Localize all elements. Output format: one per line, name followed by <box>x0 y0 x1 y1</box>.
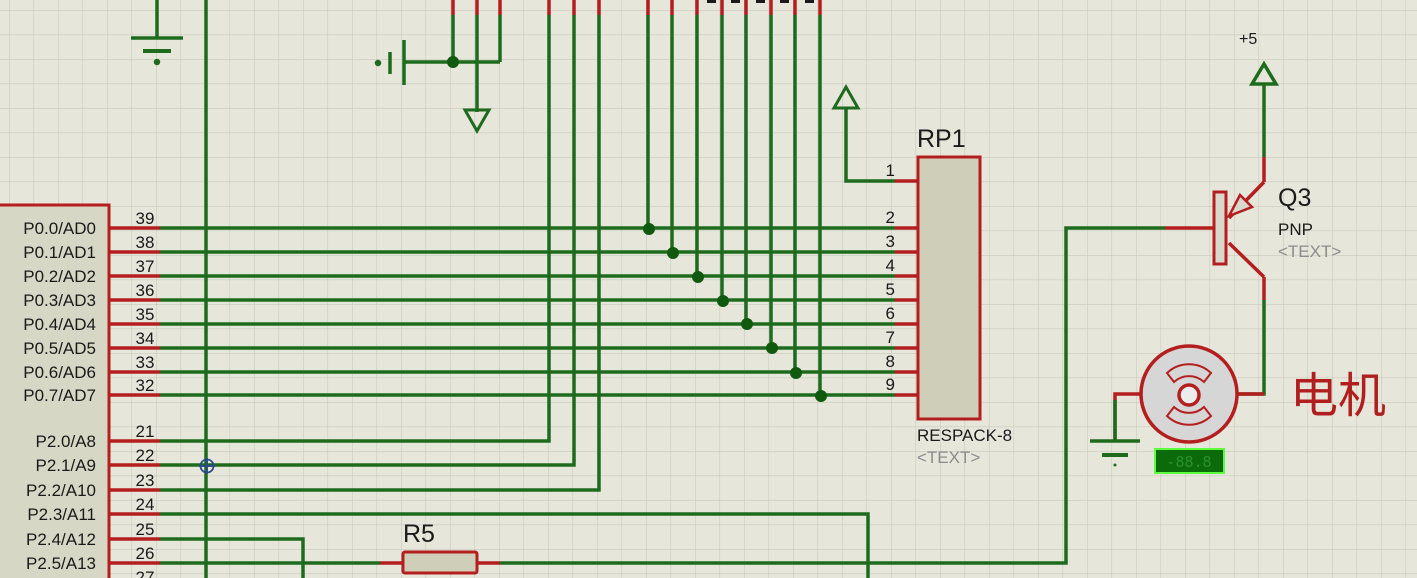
mcu-pin-name: P0.6/AD6 <box>23 363 96 382</box>
rp1-respack[interactable]: 1 2 3 4 5 6 7 8 9 RP1 RESPACK-8 <TEXT> <box>831 83 1012 467</box>
rp1-pin-number: 9 <box>886 375 895 394</box>
q3-value-label: PNP <box>1278 220 1313 239</box>
mcu-pin-number: 36 <box>136 281 155 300</box>
dc-motor[interactable]: -88.8 电机 <box>1090 344 1386 474</box>
mcu-pin-number: 39 <box>136 209 155 228</box>
q3-base-bar <box>1212 190 1228 266</box>
mcu-pin-number: 23 <box>136 471 155 490</box>
mcu-pin-name: P0.2/AD2 <box>23 267 96 286</box>
q3-text-placeholder: <TEXT> <box>1278 242 1341 261</box>
rp1-ref-label: RP1 <box>917 125 966 153</box>
mcu-pin-name: P0.5/AD5 <box>23 339 96 358</box>
motor-magnet-top <box>1165 363 1213 384</box>
motor-speed-display <box>1154 448 1225 474</box>
power-label: +5 <box>1239 31 1257 48</box>
rp1-body[interactable] <box>916 155 982 421</box>
junction-dot <box>447 56 459 68</box>
motor-shaft <box>1177 383 1201 407</box>
mcu-pin-number: 26 <box>136 544 155 563</box>
mcu-pin-number: 37 <box>136 257 155 276</box>
mcu-pin-name: P0.3/AD3 <box>23 291 96 310</box>
rp1-pins: 1 2 3 4 5 6 7 8 9 <box>886 161 918 397</box>
ground-symbol-top-left[interactable] <box>131 0 183 66</box>
mcu-pin-name: P2.2/A10 <box>26 481 96 500</box>
mcu-pin-number: 21 <box>136 422 155 441</box>
emitter-arrow <box>1226 192 1255 219</box>
rp1-pin-number: 2 <box>886 208 895 227</box>
motor-speed-readout: -88.8 <box>1166 453 1211 471</box>
motor-magnet-bottom <box>1165 405 1213 426</box>
r5-ref-label: R5 <box>403 520 435 548</box>
mcu-pin-number: 27 <box>136 568 155 578</box>
mcu-pin-number: 35 <box>136 305 155 324</box>
rp1-pin-number: 7 <box>886 328 895 347</box>
rp1-pin-number: 3 <box>886 232 895 251</box>
port2-wires[interactable] <box>160 15 1165 578</box>
mcu-body[interactable] <box>0 203 111 578</box>
mcu-pin-number: 32 <box>136 376 155 395</box>
mcu-pin-name: P2.5/A13 <box>26 554 96 573</box>
top-pin-number-fragments <box>707 0 814 3</box>
rp1-pin1-wire[interactable] <box>844 108 895 183</box>
rp1-pin-number: 5 <box>886 280 895 299</box>
rp1-value-label: RESPACK-8 <box>917 426 1012 445</box>
q3-ref-label: Q3 <box>1278 184 1311 212</box>
r5-resistor[interactable]: R5 <box>380 520 500 575</box>
mcu-pin-name: P2.3/A11 <box>27 505 96 524</box>
mcu-pin-number: 24 <box>136 495 155 514</box>
mcu-pin-number: 25 <box>136 520 155 539</box>
junction-dots-port0 <box>643 223 827 402</box>
mcu-pin-name: P2.4/A12 <box>26 530 96 549</box>
mcu-pin-name: P2.0/A8 <box>36 432 97 451</box>
r5-body[interactable] <box>401 550 479 575</box>
mcu-pin-name: P0.4/AD4 <box>23 315 96 334</box>
rp1-text-placeholder: <TEXT> <box>917 448 980 467</box>
mcu-pin-number: 33 <box>136 353 155 372</box>
power-arrow-rp1 <box>831 83 861 110</box>
mcu-pin-number: 38 <box>136 233 155 252</box>
mcu-pin-name: P0.1/AD1 <box>23 243 96 262</box>
rp1-pin-number: 4 <box>886 256 895 275</box>
mcu-pin-name: P2.1/A9 <box>36 456 97 475</box>
mcu-pin-number: 22 <box>136 446 155 465</box>
rp1-pin-number: 6 <box>886 304 895 323</box>
mcu-pin-name: P0.7/AD7 <box>23 386 96 405</box>
probe-marker[interactable] <box>199 458 215 474</box>
rp1-pin-number: 1 <box>886 161 895 180</box>
rp1-pin-number: 8 <box>886 352 895 371</box>
motor-label: 电机 <box>1290 368 1386 424</box>
mcu-pin-number: 34 <box>136 329 155 348</box>
top-pin-stubs <box>451 0 822 15</box>
mcu-pin-name: P0.0/AD0 <box>23 219 96 238</box>
